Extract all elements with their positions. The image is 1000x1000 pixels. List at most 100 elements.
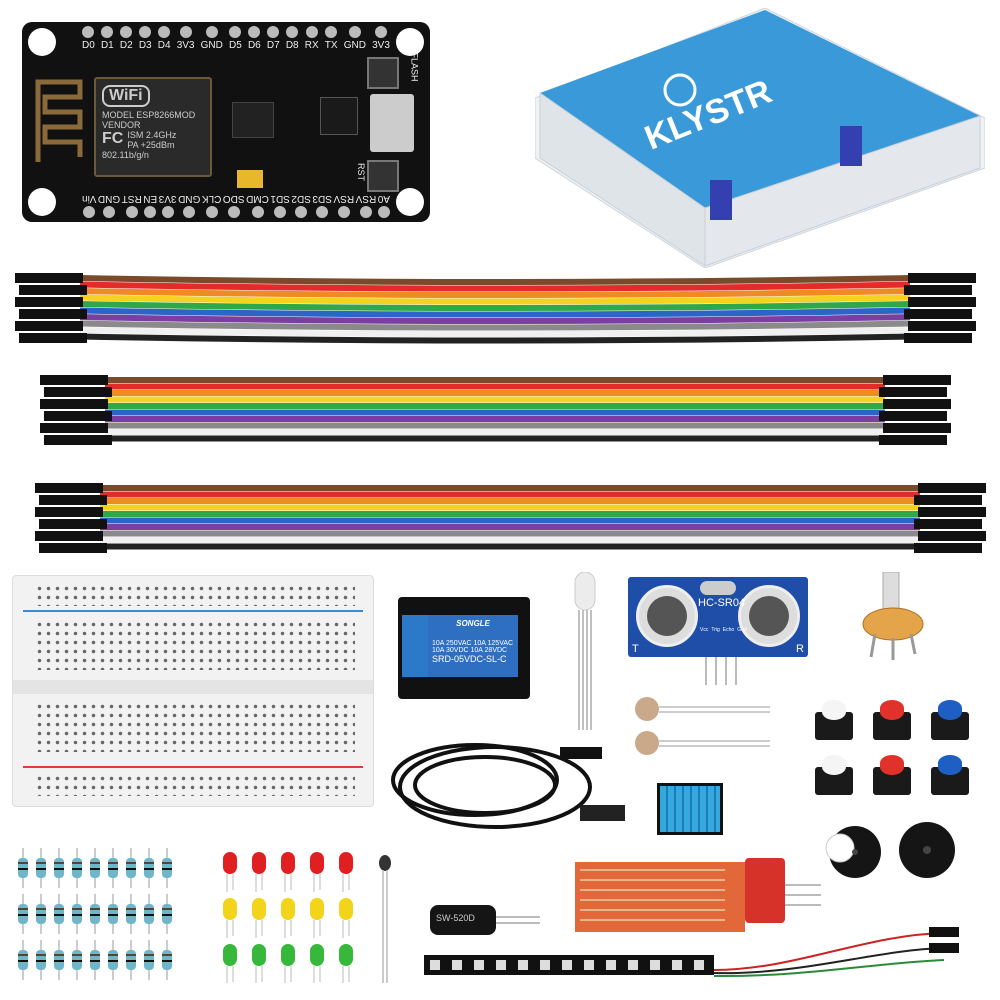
pin-label: 3V3: [176, 40, 195, 51]
pin-label: RX: [304, 40, 319, 51]
fcc-logo: FC: [102, 130, 124, 147]
dupont-connector: [908, 321, 976, 331]
dupont-connector: [40, 423, 108, 433]
pin: SD3: [313, 193, 332, 220]
pin-label: CLK: [201, 193, 222, 204]
pin-label: 3V3: [158, 193, 177, 204]
pin-label: Vcc: [700, 627, 709, 633]
pin-label: A0: [377, 193, 390, 204]
wire: [79, 281, 911, 292]
pin-label: D7: [266, 40, 280, 51]
pin-label: Vin: [82, 193, 97, 204]
pin-label: RST: [121, 193, 142, 204]
dupont-connector: [904, 285, 972, 295]
ribbon-cable: [40, 375, 951, 445]
pin-label: SD1: [270, 193, 290, 204]
flash-button: [367, 57, 399, 89]
module-text: ESP8266MOD: [136, 110, 196, 120]
pin-label: D4: [157, 40, 171, 51]
thermistor: [379, 855, 391, 983]
box-latch: [840, 126, 862, 166]
pin-label: D1: [100, 40, 114, 51]
relay-rating: 10A 30VDC 10A 28VDC: [432, 647, 508, 654]
pin-label: GND: [343, 40, 366, 51]
pin: GND: [201, 24, 223, 51]
strip-led: [540, 960, 550, 970]
dupont-connector: [44, 411, 112, 421]
pin: D2: [120, 24, 133, 51]
sensor-pins: [705, 657, 737, 685]
strip-led: [650, 960, 660, 970]
strip-led: [584, 960, 594, 970]
led: [310, 944, 324, 966]
wire: [79, 314, 911, 324]
dupont-connector: [908, 297, 976, 307]
relay-module: SONGLE 10A 250VAC 10A 125VAC 10A 30VDC 1…: [398, 597, 530, 699]
mount-hole: [28, 28, 56, 56]
wire: [79, 288, 911, 298]
wire: [79, 275, 911, 285]
reset-button: [367, 160, 399, 192]
led: [223, 898, 237, 920]
jumper-wire-ribbons: [15, 273, 986, 553]
strip-led: [562, 960, 572, 970]
power-rail: [35, 774, 355, 796]
pin-label: Trig: [711, 627, 720, 633]
pin-label: GND: [178, 193, 201, 204]
strip-led: [628, 960, 638, 970]
ultrasonic-sensor: HC-SR04 T R Vcc Trig Echo Gnd: [628, 577, 808, 657]
brand-logo-icon: [663, 73, 697, 107]
usb-cable: [391, 743, 625, 829]
water-level-sensor: [575, 862, 745, 932]
photoresistors: [635, 697, 770, 755]
dupont-connector: [39, 543, 107, 553]
dupont-connector: [883, 375, 951, 385]
pin-label: D0: [82, 40, 95, 51]
terminal-strip: [35, 620, 355, 670]
pin-label: RSV: [355, 193, 377, 204]
pin-label: TX: [324, 40, 338, 51]
capacitor: [237, 170, 263, 188]
sensor-pins: [785, 884, 821, 906]
dupont-connector: [879, 435, 947, 445]
relay: SONGLE 10A 250VAC 10A 125VAC 10A 30VDC 1…: [428, 615, 518, 677]
dupont-connector: [15, 321, 83, 331]
flash-label: FLASH: [409, 52, 420, 82]
pin-label: 3V3: [372, 40, 390, 51]
led: [252, 944, 266, 966]
dupont-connector: [883, 423, 951, 433]
pin: D5: [229, 24, 242, 51]
rgb-led: [574, 572, 596, 730]
dupont-connector: [35, 507, 103, 517]
box-latch: [710, 180, 732, 220]
push-buttons: [815, 700, 985, 800]
dupont-connector: [918, 531, 986, 541]
strip-led: [606, 960, 616, 970]
dupont-connector: [914, 495, 982, 505]
pin-label: EN: [143, 193, 158, 204]
dupont-connector: [908, 273, 976, 283]
pin-label: D3: [138, 40, 152, 51]
strip-led: [518, 960, 528, 970]
push-button: [931, 755, 969, 795]
wire: [79, 333, 911, 344]
antenna-trace: [35, 79, 83, 162]
ism-text: ISM 2.4GHz: [127, 130, 177, 140]
pin-label: SD3: [312, 193, 332, 204]
sensor-model: HC-SR04: [698, 597, 746, 609]
pin-label: Echo: [722, 627, 735, 633]
dupont-connector: [40, 375, 108, 385]
pin: D0: [82, 24, 95, 51]
r-label: R: [796, 643, 804, 655]
pin: EN: [143, 193, 157, 220]
sensor-header: [745, 858, 785, 923]
dht11-sensor: [657, 783, 723, 835]
leds: [223, 852, 353, 983]
led: [252, 852, 266, 874]
pin: SDO: [223, 193, 245, 220]
led: [281, 898, 295, 920]
mount-hole: [396, 28, 424, 56]
pin: D1: [101, 24, 114, 51]
pin: 3V3: [159, 193, 177, 220]
